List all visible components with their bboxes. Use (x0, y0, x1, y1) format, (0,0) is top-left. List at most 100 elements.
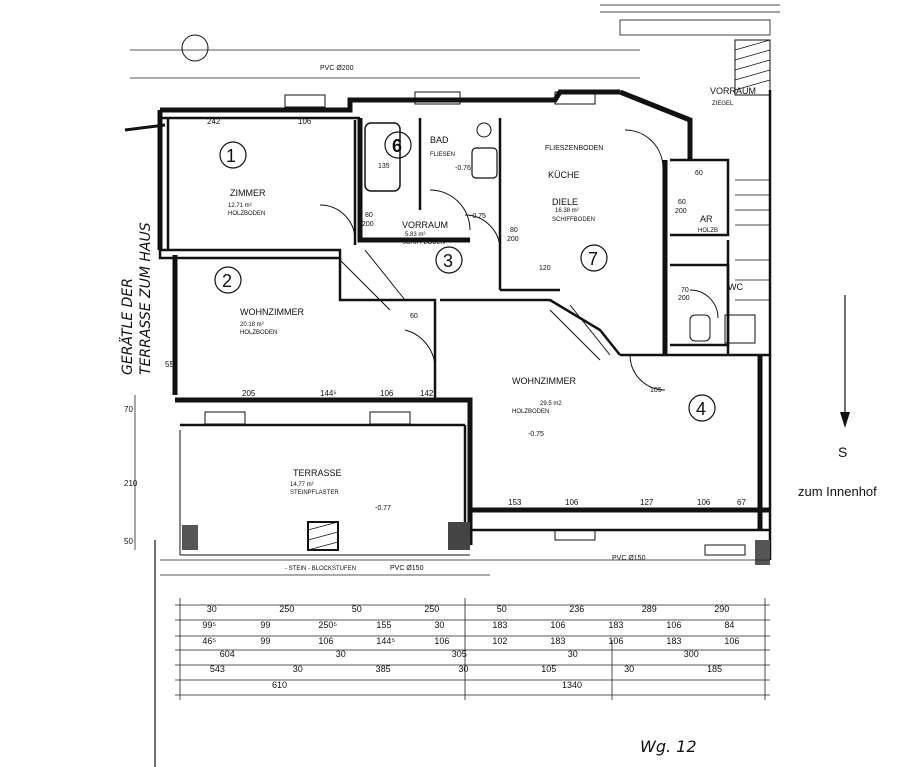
dimension-label: 289 (642, 604, 657, 614)
dimension-label: 300 (684, 649, 699, 659)
dimension-label: 84 (724, 620, 734, 630)
room-7-area: 16.38 m² (555, 208, 579, 214)
dimension-label: 30 (207, 604, 217, 614)
room-8-area: 14.77 m² (290, 482, 314, 488)
compass-direction: S (838, 444, 848, 460)
left-210: 210 (124, 479, 138, 488)
signature: Wg. 12 (640, 737, 697, 756)
z1-106: 106 (298, 117, 312, 126)
windows-top (284, 91, 746, 556)
vorraum-right-label: VORRAUM (710, 86, 756, 96)
dimension-lines (160, 559, 770, 700)
room-4-area: 29.5 m2 (540, 401, 562, 407)
z1-width: 242 (207, 117, 221, 126)
dimension-label: 183 (608, 620, 623, 630)
dimension-label: 250 (279, 604, 294, 614)
room-2-number: 2 (222, 271, 232, 291)
room-3-area: 5.83 m² (405, 232, 425, 238)
w2-106: 106 (380, 389, 394, 398)
door-swings (319, 129, 719, 391)
door-z1-h: 200 (362, 221, 374, 228)
dimension-label: 106 (724, 636, 739, 646)
door-wc-w: 70 (681, 287, 689, 294)
dimension-label: 183 (550, 636, 565, 646)
dimension-label: 106 (318, 636, 333, 646)
side-note: GERÄTLE DER TERRASSE ZUM HAUS (118, 222, 154, 375)
dimension-label: 46⁵ (202, 636, 216, 646)
ar-floor-label: HOLZB (698, 228, 718, 234)
dimension-label: 604 (220, 649, 235, 659)
dimension-label: 106 (608, 636, 623, 646)
dimension-label: 185 (707, 664, 722, 674)
w2-205: 205 (242, 389, 256, 398)
room-6-number: 6 (392, 136, 402, 156)
dimension-label: 30 (434, 620, 444, 630)
ar-105: 105 (650, 387, 662, 394)
room-number-circles (214, 131, 716, 422)
corr-120: 120 (539, 265, 551, 272)
dimension-label: 385 (376, 664, 391, 674)
side-note-line1: GERÄTLE DER (118, 278, 136, 375)
compass-caption: zum Innenhof (798, 484, 877, 499)
dimension-label: 30 (293, 664, 303, 674)
ar-60: 60 (695, 170, 703, 177)
room-4-floor: HOLZBODEN (512, 409, 549, 415)
w4-67: 67 (737, 498, 746, 507)
dimension-label: 102 (492, 636, 507, 646)
level-bad: -0.76 (455, 165, 471, 172)
pipe-bottom-right: PVC Ø150 (612, 555, 646, 562)
door-ar-w: 60 (678, 199, 686, 206)
south-arrow (840, 295, 850, 428)
dimension-label: 290 (714, 604, 729, 614)
left-dimension-line (124, 123, 166, 767)
w4-106b: 106 (697, 498, 711, 507)
left-50: 50 (124, 537, 133, 546)
corr-60: 60 (410, 313, 418, 320)
side-note-line2: TERRASSE ZUM HAUS (138, 222, 154, 375)
dimension-label: 236 (569, 604, 584, 614)
w4-127: 127 (640, 498, 654, 507)
dimension-label: 543 (210, 664, 225, 674)
terrace-columns (182, 521, 770, 565)
room-4-name: WOHNZIMMER (512, 376, 576, 386)
left-70: 70 (124, 405, 133, 414)
level-wohn4: -0.75 (528, 431, 544, 438)
dimension-label: 105 (541, 664, 556, 674)
room-1-floor: HOLZBODEN (228, 211, 265, 217)
kitchen-label: KÜCHE (548, 170, 580, 180)
room-2-floor: HOLZBODEN (240, 330, 277, 336)
bad-135: 135 (378, 163, 390, 170)
room-6-name: BAD (430, 135, 449, 145)
dimension-label: 30 (336, 649, 346, 659)
dimension-label: 1340 (562, 680, 582, 690)
room-1-number: 1 (226, 146, 236, 166)
step-label: - STEIN - BLOCKSTUFEN (285, 566, 356, 572)
w4-106a: 106 (565, 498, 579, 507)
ar-label: AR (700, 214, 713, 224)
w2-144: 144⁵ (320, 389, 337, 398)
level-vorraum: -0.75 (470, 213, 486, 220)
door-diele-w: 80 (510, 227, 518, 234)
dimension-label: 50 (497, 604, 507, 614)
pipe-top: PVC Ø200 (320, 65, 354, 72)
wc-fixtures (689, 314, 756, 344)
wc-label: WC (728, 282, 743, 292)
room-7-floor: SCHIFFBODEN (552, 217, 595, 223)
level-terrasse: -0.77 (375, 505, 391, 512)
room-8-floor: STEINPFLASTER (290, 490, 339, 496)
room-4-number: 4 (696, 399, 706, 419)
door-diele-h: 200 (507, 236, 519, 243)
dimension-label: 30 (458, 664, 468, 674)
dimension-label: 305 (452, 649, 467, 659)
room-7-number: 7 (588, 249, 598, 269)
w2-142: 142 (420, 389, 434, 398)
room-3-floor: SCHIFFBODEN (402, 240, 445, 246)
bath-fixtures (364, 122, 498, 192)
room-1-name: ZIMMER (230, 188, 266, 198)
room-7-name: DIELE (552, 197, 578, 207)
dimension-label: 106 (434, 636, 449, 646)
pipe-bottom: PVC Ø150 (390, 565, 424, 572)
door-ar-h: 200 (675, 208, 687, 215)
